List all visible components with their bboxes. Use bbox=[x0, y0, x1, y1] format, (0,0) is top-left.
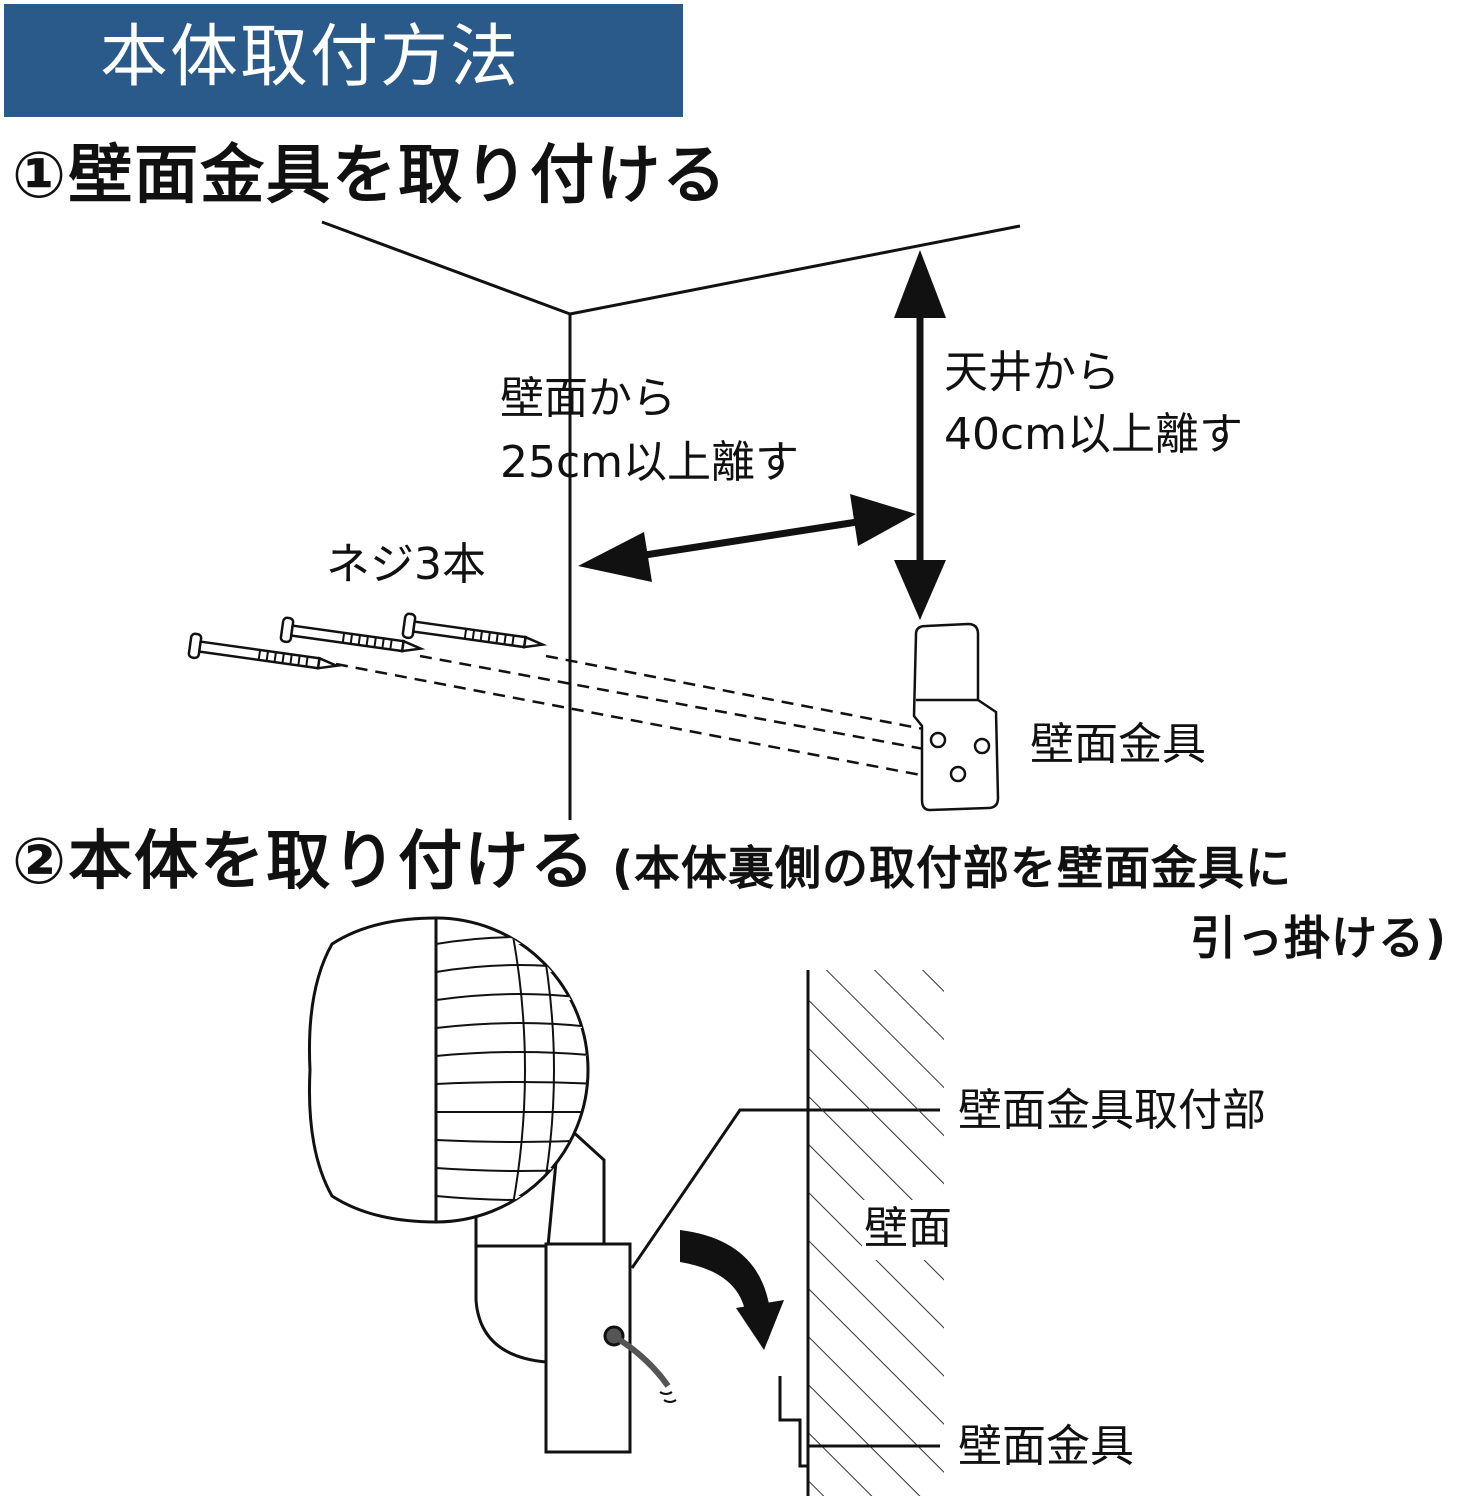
ceiling-distance-label-line1: 天井から bbox=[944, 347, 1120, 398]
screw-guide-lines bbox=[335, 654, 981, 778]
double-arrow-icon-vertical bbox=[894, 250, 946, 620]
curved-arrow-icon bbox=[680, 1230, 784, 1350]
screws-label: ネジ3本 bbox=[326, 539, 486, 590]
page-title: 本体取付方法 bbox=[100, 18, 521, 97]
screw-icon bbox=[187, 612, 548, 670]
step2-note-line1: (本体裏側の取付部を壁面金具に bbox=[612, 841, 1293, 895]
step2-note-line2: 引っ掛ける) bbox=[1190, 911, 1448, 965]
hatched-wall-icon bbox=[806, 970, 944, 1496]
bracket-label-step2: 壁面金具 bbox=[958, 1421, 1134, 1472]
ceiling-distance-label-line2: 40cm以上離す bbox=[944, 409, 1244, 460]
bracket-icon bbox=[912, 622, 1000, 812]
step1-heading: ①壁面金具を取り付ける bbox=[12, 139, 729, 213]
mount-part-label: 壁面金具取付部 bbox=[958, 1085, 1266, 1136]
wall-distance-label-line2: 25cm以上離す bbox=[500, 437, 800, 488]
step2-heading: ②本体を取り付ける bbox=[12, 825, 597, 899]
light-unit-icon bbox=[308, 916, 677, 1454]
wall-label: 壁面 bbox=[864, 1203, 952, 1254]
room-corner bbox=[321, 220, 1021, 820]
double-arrow-icon bbox=[578, 494, 916, 582]
bracket-label: 壁面金具 bbox=[1030, 719, 1206, 770]
title-banner: 本体取付方法 bbox=[4, 4, 683, 117]
wall-distance-label-line1: 壁面から bbox=[500, 373, 676, 424]
bracket-profile bbox=[778, 1376, 940, 1468]
